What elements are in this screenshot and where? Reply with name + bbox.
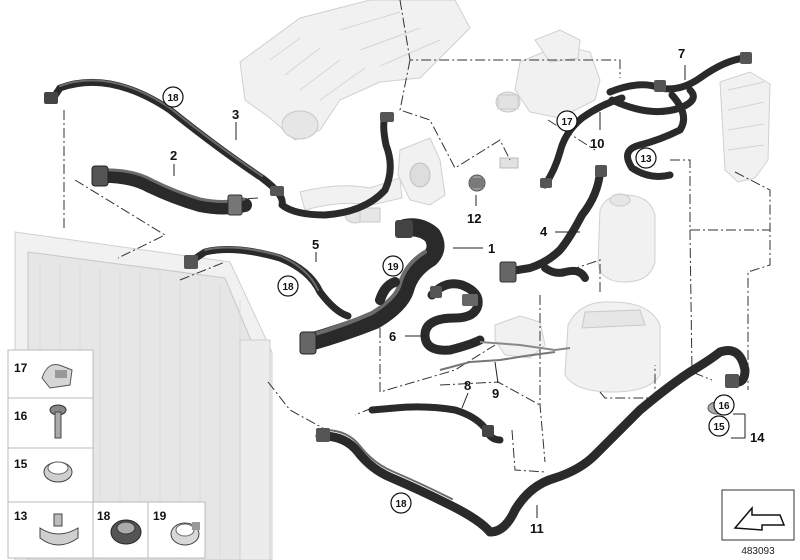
- svg-text:18: 18: [395, 499, 407, 510]
- auxiliary-pump: [494, 315, 546, 359]
- legend-item-15: 15: [14, 457, 73, 483]
- sensor-12: [468, 157, 519, 192]
- label-part-2: 2: [170, 148, 177, 163]
- hose-5: [184, 246, 352, 320]
- hose-11: [315, 346, 750, 537]
- circle-label-18-bottom: 18: [390, 492, 412, 514]
- circle-label-15: 15: [708, 415, 730, 437]
- label-part-4: 4: [540, 224, 548, 239]
- svg-text:18: 18: [97, 509, 111, 523]
- hose-4: [499, 165, 607, 283]
- label-part-10: 10: [590, 136, 604, 151]
- hose-9: [439, 351, 556, 371]
- svg-text:19: 19: [153, 509, 167, 523]
- circle-label-18-top: 18: [162, 86, 184, 108]
- svg-text:16: 16: [718, 401, 730, 412]
- hose-3: [44, 78, 394, 219]
- svg-text:15: 15: [14, 457, 28, 471]
- arrow-icon: [733, 505, 786, 531]
- circle-label-19: 19: [382, 255, 404, 277]
- hose-7: [606, 52, 752, 180]
- hose-8: [368, 403, 504, 444]
- hose-1: [299, 218, 445, 355]
- part-labels: 1 2 3 4 5 6 7 8 9 10 11 12 14: [170, 46, 765, 536]
- reference-number: 483093: [741, 546, 775, 557]
- label-part-1: 1: [488, 241, 495, 256]
- svg-text:17: 17: [14, 361, 28, 375]
- circle-label-13: 13: [635, 147, 657, 169]
- reservoir-bottle: [597, 193, 656, 283]
- svg-text:18: 18: [282, 282, 294, 293]
- label-part-12: 12: [467, 211, 481, 226]
- label-part-11: 11: [530, 521, 544, 536]
- legend-item-18: 18: [97, 509, 142, 545]
- label-part-6: 6: [389, 329, 396, 344]
- hose-2: [91, 165, 252, 216]
- circle-label-16: 16: [713, 394, 735, 416]
- svg-text:17: 17: [561, 117, 573, 128]
- svg-text:19: 19: [387, 262, 399, 273]
- circle-label-17: 17: [556, 110, 578, 132]
- leader-lines: [173, 65, 746, 518]
- label-part-7: 7: [678, 46, 685, 61]
- intake-manifold: [239, 0, 471, 141]
- svg-text:16: 16: [14, 409, 28, 423]
- hose-10: [540, 94, 626, 189]
- label-part-9: 9: [492, 386, 499, 401]
- hose-6: [420, 279, 571, 355]
- svg-text:18: 18: [167, 93, 179, 104]
- label-part-5: 5: [312, 237, 319, 252]
- label-part-8: 8: [464, 378, 471, 393]
- expansion-tank-right: [719, 71, 771, 183]
- svg-text:15: 15: [713, 422, 725, 433]
- expansion-tank-bottom: [564, 301, 661, 393]
- legend-item-16: 16: [14, 404, 67, 439]
- legend-item-13: 13: [14, 509, 79, 546]
- thermostat-housing: [397, 137, 446, 206]
- hose-3-clamp: [44, 92, 58, 104]
- label-part-3: 3: [232, 107, 239, 122]
- circle-label-18-middle: 18: [277, 275, 299, 297]
- svg-text:13: 13: [640, 154, 652, 165]
- circled-labels: 18 18 18 19 17 13 16 15: [162, 86, 735, 514]
- svg-text:13: 13: [14, 509, 28, 523]
- water-pump: [495, 29, 601, 119]
- legend-item-19: 19: [153, 509, 200, 546]
- reference-box: 483093: [721, 489, 795, 557]
- legend-panel: 17 16 15 13 18 19: [7, 349, 206, 559]
- legend-item-17: 17: [14, 361, 73, 389]
- label-part-14: 14: [750, 430, 765, 445]
